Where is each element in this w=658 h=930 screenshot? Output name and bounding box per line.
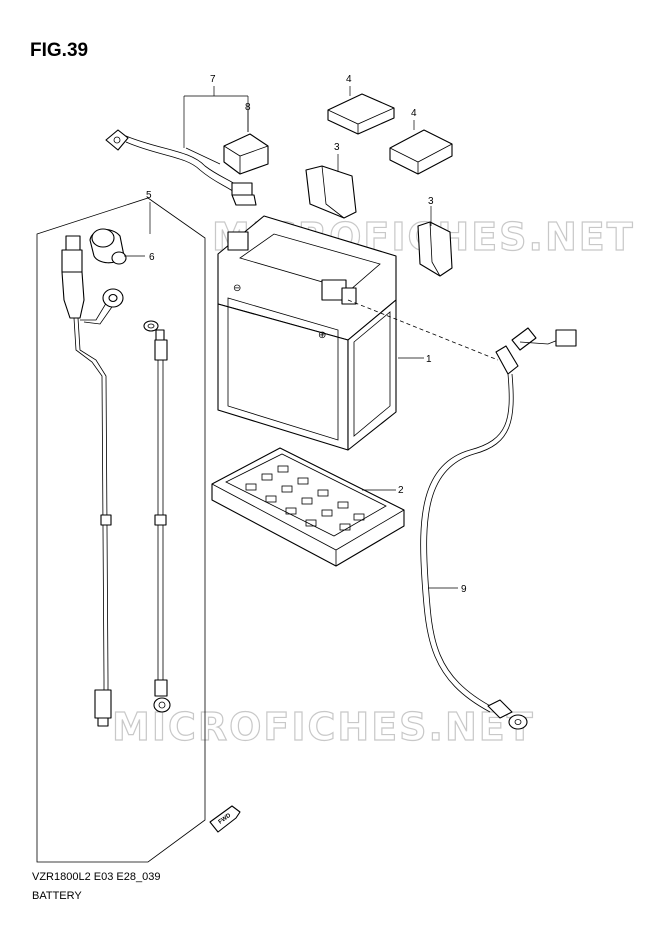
terminal-cover-8[interactable] — [223, 133, 269, 175]
bracket-3a[interactable] — [305, 165, 357, 219]
callout-3a: 3 — [334, 142, 340, 153]
terminal-cap-6[interactable] — [89, 228, 127, 265]
relay-harness-5[interactable] — [61, 235, 124, 727]
battery-1[interactable]: ⊖ ⊕ — [217, 215, 397, 451]
battery-tray-2[interactable] — [211, 447, 405, 567]
battery-cable-9[interactable] — [347, 299, 577, 730]
leader-lines — [124, 86, 458, 589]
battery-cable-7[interactable] — [105, 129, 257, 206]
figure-caption: BATTERY — [32, 890, 82, 902]
callout-4b: 4 — [411, 108, 417, 119]
harness-group-box — [36, 197, 206, 863]
bracket-3b[interactable] — [417, 221, 453, 277]
callout-4a: 4 — [346, 74, 352, 85]
callout-9: 9 — [461, 584, 467, 595]
callout-2: 2 — [398, 485, 404, 496]
callout-8: 8 — [245, 102, 251, 113]
callout-7: 7 — [210, 74, 216, 85]
callout-3b: 3 — [428, 196, 434, 207]
watermark-bottom: MICROFICHES.NET — [112, 705, 535, 749]
callout-5: 5 — [146, 190, 152, 201]
spacer-pad-4a[interactable] — [327, 93, 395, 135]
svg-text:⊕: ⊕ — [318, 330, 326, 341]
svg-text:⊖: ⊖ — [233, 283, 241, 294]
callout-6: 6 — [149, 252, 155, 263]
callout-1: 1 — [426, 354, 432, 365]
forward-direction-arrow: FWD — [209, 805, 241, 833]
lead-wire-5[interactable] — [143, 320, 171, 713]
figure-title: FIG.39 — [30, 40, 89, 61]
figure-code: VZR1800L2 E03 E28_039 — [32, 871, 161, 883]
spacer-pad-4b[interactable] — [389, 129, 453, 175]
